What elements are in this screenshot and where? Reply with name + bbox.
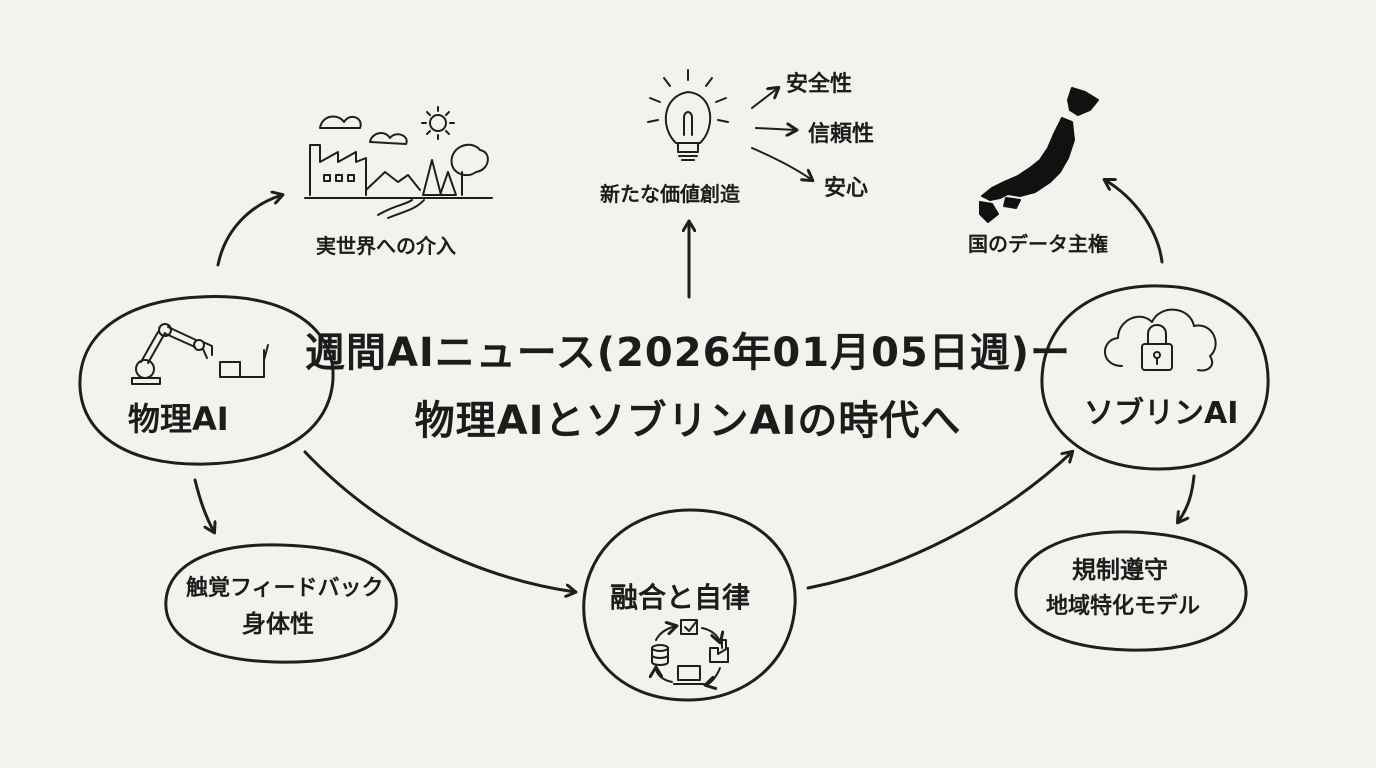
arrow-sovereign-to-japan [1105, 180, 1164, 264]
robot-arm-icon [131, 323, 269, 385]
lightbulb-icon [647, 69, 729, 161]
tactile-label-line2: 身体性 [242, 610, 314, 638]
title-line-2: 物理AIとソブリンAIの時代へ [414, 398, 962, 444]
arrow-to-safety [751, 88, 778, 109]
cycle-icon [652, 619, 729, 685]
arrow-to-reliability [755, 128, 796, 130]
peace-of-mind-label: 安心 [824, 176, 869, 201]
reliability-label: 信頼性 [808, 122, 875, 147]
arrow-sovereign-to-compliance [1178, 474, 1196, 522]
arrow-physical-to-fusion [303, 450, 575, 592]
landscape-factory-icon [304, 106, 493, 219]
compliance-label-line2: 地域特化モデル [1046, 594, 1201, 619]
sovereign-ai-label: ソブリンAI [1084, 396, 1239, 431]
physical-ai-ellipse [78, 295, 335, 466]
arrow-physical-to-tactile [193, 478, 214, 532]
arrow-physical-to-realworld [216, 195, 282, 267]
data-sovereignty-label: 国のデータ主権 [968, 232, 1108, 256]
compliance-label-line1: 規制遵守 [1072, 556, 1168, 584]
physical-ai-label: 物理AI [128, 400, 229, 438]
value-creation-label: 新たな価値創造 [600, 182, 740, 206]
arrow-to-peace [751, 147, 812, 180]
fusion-label: 融合と自律 [610, 581, 751, 614]
real-world-label: 実世界への介入 [316, 234, 456, 258]
safety-label: 安全性 [786, 72, 853, 97]
title-line-1: 週間AIニュース(2026年01月05日週)ー [304, 330, 1072, 376]
japan-map-icon [979, 87, 1099, 223]
tactile-ellipse [164, 543, 398, 664]
arrow-fusion-to-sovereign [806, 452, 1072, 590]
sovereign-ai-ellipse [1040, 284, 1270, 471]
compliance-ellipse [1014, 530, 1248, 652]
fusion-ellipse [582, 508, 797, 702]
cloud-lock-icon [1104, 308, 1217, 372]
tactile-label-line1: 触覚フィードバック [186, 576, 384, 601]
